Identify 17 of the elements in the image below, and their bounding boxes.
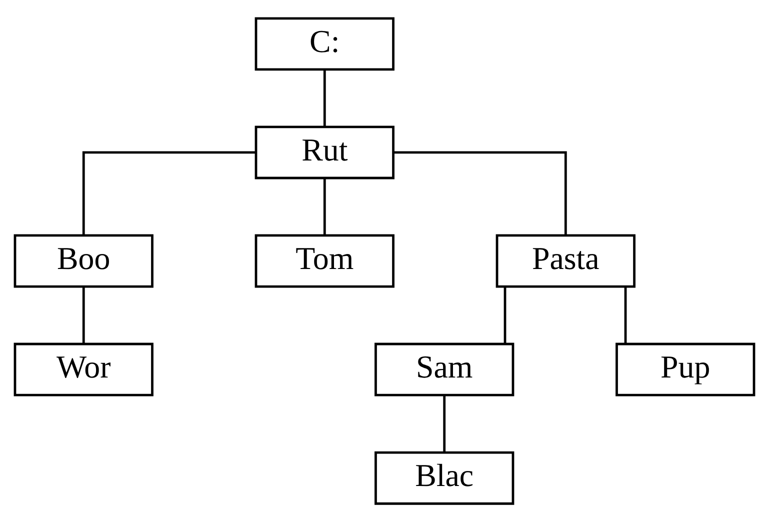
node-box: Wor	[14, 342, 154, 396]
connector	[323, 178, 326, 234]
node-box: Sam	[374, 342, 514, 396]
connector	[323, 69, 326, 126]
node-box: Pup	[616, 342, 756, 396]
connector	[504, 286, 506, 343]
connector	[443, 394, 446, 452]
connector	[394, 150, 567, 235]
node-box: Blac	[374, 450, 514, 504]
node-box: Boo	[14, 234, 154, 288]
node-box: Pasta	[496, 234, 636, 288]
node-box: Tom	[254, 234, 394, 288]
connector	[82, 150, 256, 235]
node-box: C:	[254, 16, 394, 70]
connector	[624, 286, 627, 343]
node-box: Rut	[254, 125, 394, 179]
connector	[82, 286, 85, 343]
